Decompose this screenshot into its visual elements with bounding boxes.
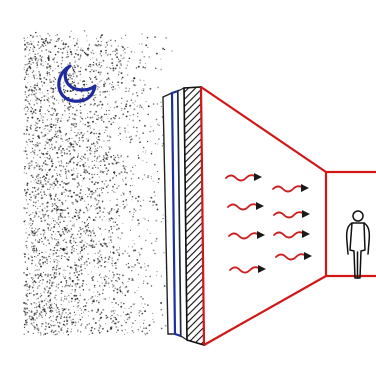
heat-flow-arrow-icon — [275, 252, 312, 261]
heat-flow-arrow-icon — [227, 202, 264, 211]
heat-flow-arrow-icon — [273, 230, 310, 239]
heat-flow-arrow-icon — [229, 265, 266, 274]
wall-section — [162, 86, 205, 347]
moon-icon — [57, 64, 97, 103]
heat-flow-arrow-icon — [225, 173, 262, 182]
heat-flow-arrows — [225, 173, 312, 274]
night-sky-stipple — [23, 30, 173, 336]
interior-room — [199, 86, 376, 346]
person-icon — [345, 210, 371, 279]
heat-flow-arrow-icon — [228, 231, 265, 240]
heat-flow-arrow-icon — [273, 210, 310, 219]
heat-flow-arrow-icon — [272, 184, 309, 193]
